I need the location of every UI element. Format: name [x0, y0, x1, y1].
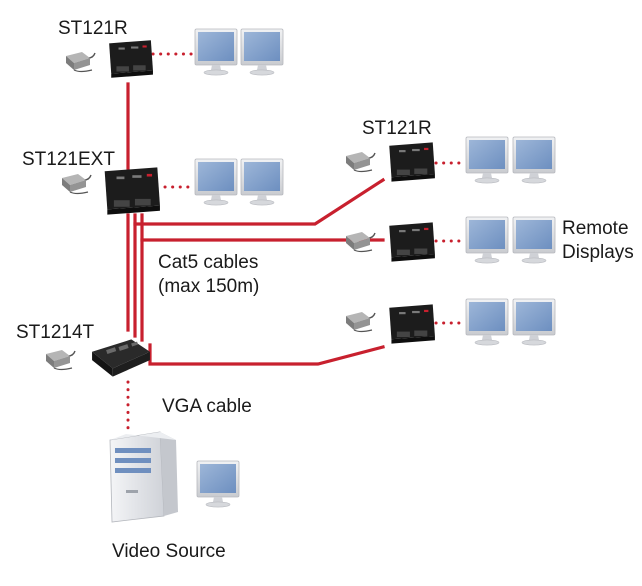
- receiver-unit-icon: [389, 222, 435, 262]
- vga-dotted-links: [126, 52, 467, 434]
- transmitter-unit-icon: [92, 339, 150, 377]
- power-adapter-icon: [45, 349, 76, 371]
- power-adapter-icon: [345, 231, 376, 253]
- label-st121ext: ST121EXT: [22, 149, 115, 170]
- cat5-cable-receiver-3: [148, 343, 385, 366]
- receiver-unit-icon: [389, 142, 435, 182]
- power-adapter-icon: [65, 51, 96, 73]
- label-st121r-right: ST121R: [362, 118, 432, 139]
- lcd-monitor-icon: [512, 136, 556, 184]
- label-video-source: Video Source: [112, 541, 226, 562]
- lcd-monitor-icon: [512, 216, 556, 264]
- lcd-monitor-icon: [194, 28, 238, 76]
- extender-unit-icon: [104, 167, 160, 215]
- label-vga-cable: VGA cable: [162, 396, 252, 417]
- lcd-monitor-icon: [465, 216, 509, 264]
- cat5-cables: [126, 82, 386, 366]
- label-cat5-1: Cat5 cables: [158, 252, 259, 273]
- label-remote-displays-2: Displays: [562, 242, 634, 263]
- lcd-monitor-icon: [194, 158, 238, 206]
- lcd-monitor-icon: [240, 158, 284, 206]
- label-st121r-top: ST121R: [58, 18, 128, 39]
- power-adapter-icon: [345, 151, 376, 173]
- lcd-monitor-icon: [465, 136, 509, 184]
- cat5-cable-receiver-1: [133, 177, 386, 226]
- lcd-monitor-icon: [240, 28, 284, 76]
- lcd-monitor-icon: [196, 460, 240, 508]
- desktop-tower-icon: [109, 431, 178, 523]
- power-adapter-icon: [345, 311, 376, 333]
- receiver-unit-icon: [389, 304, 435, 344]
- power-adapter-icon: [61, 173, 92, 195]
- lcd-monitor-icon: [465, 298, 509, 346]
- receiver-unit-icon: [109, 40, 153, 78]
- label-remote-displays-1: Remote: [562, 218, 629, 239]
- label-st1214t: ST1214T: [16, 322, 95, 343]
- label-cat5-2: (max 150m): [158, 276, 260, 297]
- lcd-monitor-icon: [512, 298, 556, 346]
